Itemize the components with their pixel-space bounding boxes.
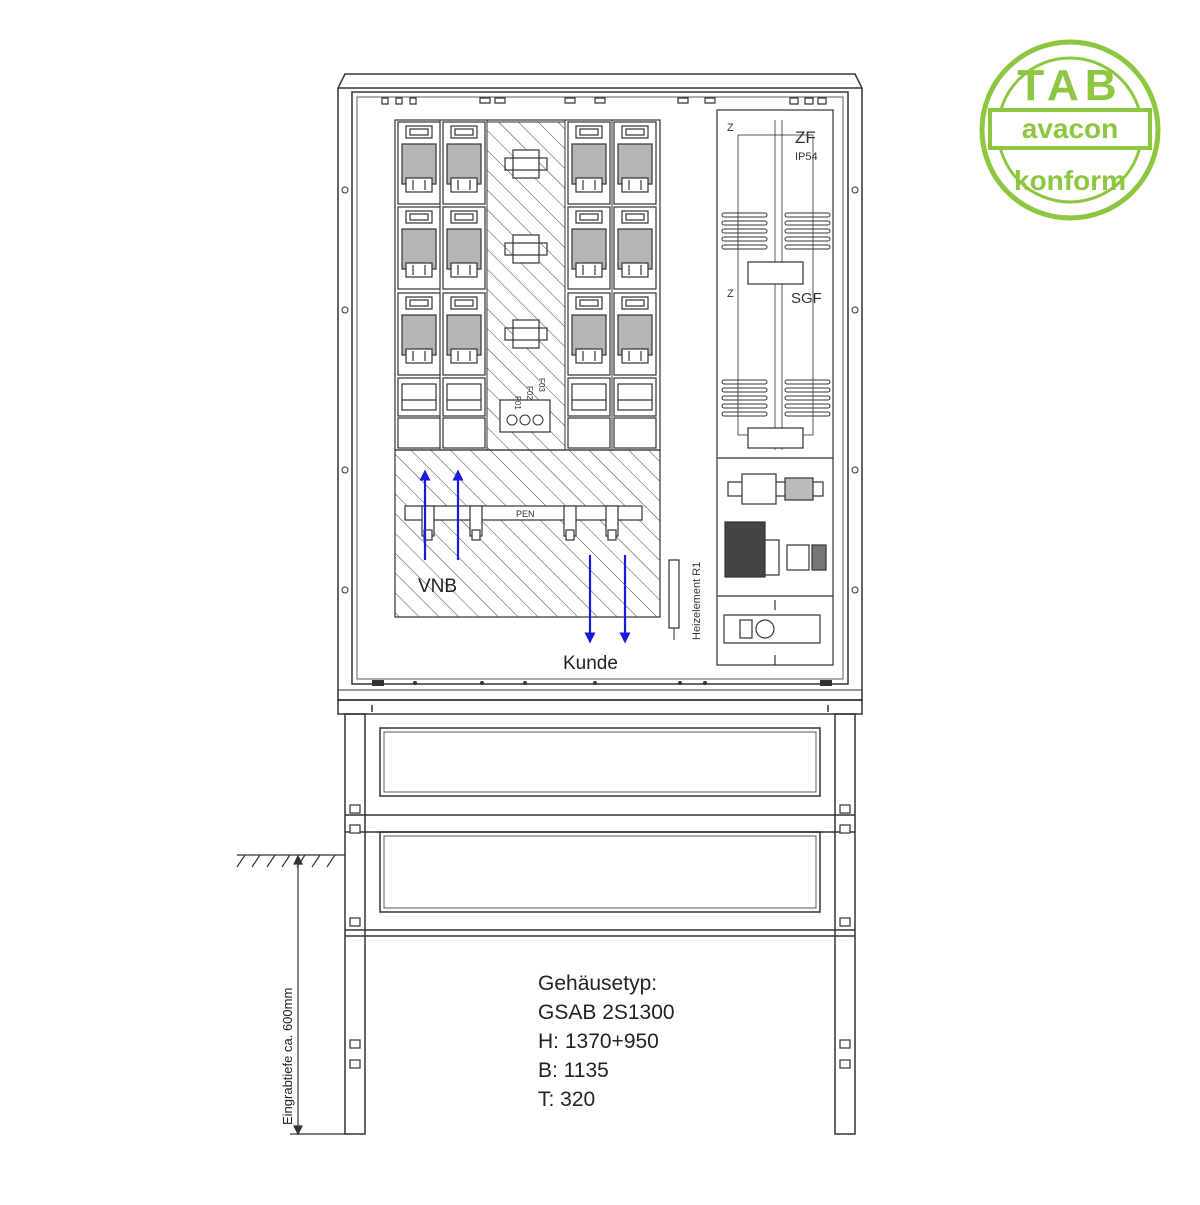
pen-label: PEN xyxy=(516,509,535,519)
vent-slot xyxy=(721,379,768,385)
vent-slot xyxy=(721,411,768,417)
vent-slot xyxy=(784,379,831,385)
fuse-unit xyxy=(397,206,441,290)
vent-slot xyxy=(784,220,831,226)
depth-label: Eingrabtiefe ca. 600mm xyxy=(280,988,295,1125)
badge-middle: avacon xyxy=(1022,113,1119,144)
spec-line-2: GSAB 2S1300 xyxy=(538,1001,675,1024)
bottom-rail xyxy=(372,680,832,686)
housing-spec: Gehäusetyp: GSAB 2S1300 H: 1370+950 B: 1… xyxy=(538,972,675,1111)
spec-line-4: B: 1135 xyxy=(538,1059,609,1082)
base-slots xyxy=(349,804,851,1069)
vent-slot xyxy=(784,395,831,401)
flow-arrows xyxy=(419,469,631,644)
spec-line-3: H: 1370+950 xyxy=(538,1030,659,1053)
vent-slot xyxy=(784,212,831,218)
vent-slot xyxy=(784,228,831,234)
fuse-unit xyxy=(397,292,441,376)
fuse-unit xyxy=(613,121,657,205)
fuse-base xyxy=(567,377,611,449)
fuse-unit xyxy=(567,292,611,376)
terminal-blocks xyxy=(723,473,827,665)
cabinet-base xyxy=(337,699,863,1135)
ip-label: IP54 xyxy=(795,151,818,163)
fuse-units xyxy=(397,121,657,449)
vent-slot xyxy=(784,411,831,417)
heating-element: Heizelement R1 xyxy=(668,559,703,640)
vent-slot xyxy=(721,395,768,401)
vent-slot xyxy=(721,387,768,393)
connection-area: PEN xyxy=(394,449,661,618)
badge-top: TAB xyxy=(1017,61,1122,110)
vent-slot xyxy=(721,403,768,409)
vent-slot xyxy=(721,244,768,250)
vent-slot xyxy=(784,387,831,393)
meter-connectors xyxy=(747,261,804,449)
vent-slot xyxy=(784,403,831,409)
spec-line-1: Gehäusetyp: xyxy=(538,972,657,995)
small-fuse-block: F01 F02 F03 xyxy=(499,378,551,433)
top-rail xyxy=(381,97,827,105)
vent-slot xyxy=(784,244,831,250)
fuse-base xyxy=(442,377,486,449)
fuse-unit xyxy=(613,292,657,376)
side-holes xyxy=(341,186,859,594)
f03-label: F03 xyxy=(537,378,546,392)
f02-label: F02 xyxy=(525,386,534,400)
vent-slot xyxy=(721,228,768,234)
vnb-label: VNB xyxy=(418,576,457,597)
fuse-base xyxy=(397,377,441,449)
fuse-unit xyxy=(567,121,611,205)
fuse-unit xyxy=(442,121,486,205)
vent-slot xyxy=(721,220,768,226)
heater-label: Heizelement R1 xyxy=(691,562,703,640)
ground-line xyxy=(236,854,345,1136)
ventilation-slots xyxy=(721,212,831,417)
zf-label: ZF xyxy=(795,128,816,147)
fuse-unit xyxy=(613,206,657,290)
z-top-label: Z xyxy=(727,122,734,134)
z-mid-label: Z xyxy=(727,288,734,300)
fuse-unit xyxy=(567,206,611,290)
vent-slot xyxy=(721,212,768,218)
spec-line-5: T: 320 xyxy=(538,1088,595,1111)
kunde-label: Kunde xyxy=(563,653,618,674)
fuse-base xyxy=(613,377,657,449)
sgf-label: SGF xyxy=(791,290,822,307)
fuse-unit xyxy=(442,292,486,376)
fuse-unit xyxy=(397,121,441,205)
busbar-holders xyxy=(504,149,548,349)
badge-bottom: konform xyxy=(1014,165,1126,196)
f01-label: F01 xyxy=(513,396,522,410)
fuse-unit xyxy=(442,206,486,290)
vent-slot xyxy=(784,236,831,242)
vent-slot xyxy=(721,236,768,242)
tab-avacon-badge: TAB avacon konform xyxy=(979,39,1161,221)
